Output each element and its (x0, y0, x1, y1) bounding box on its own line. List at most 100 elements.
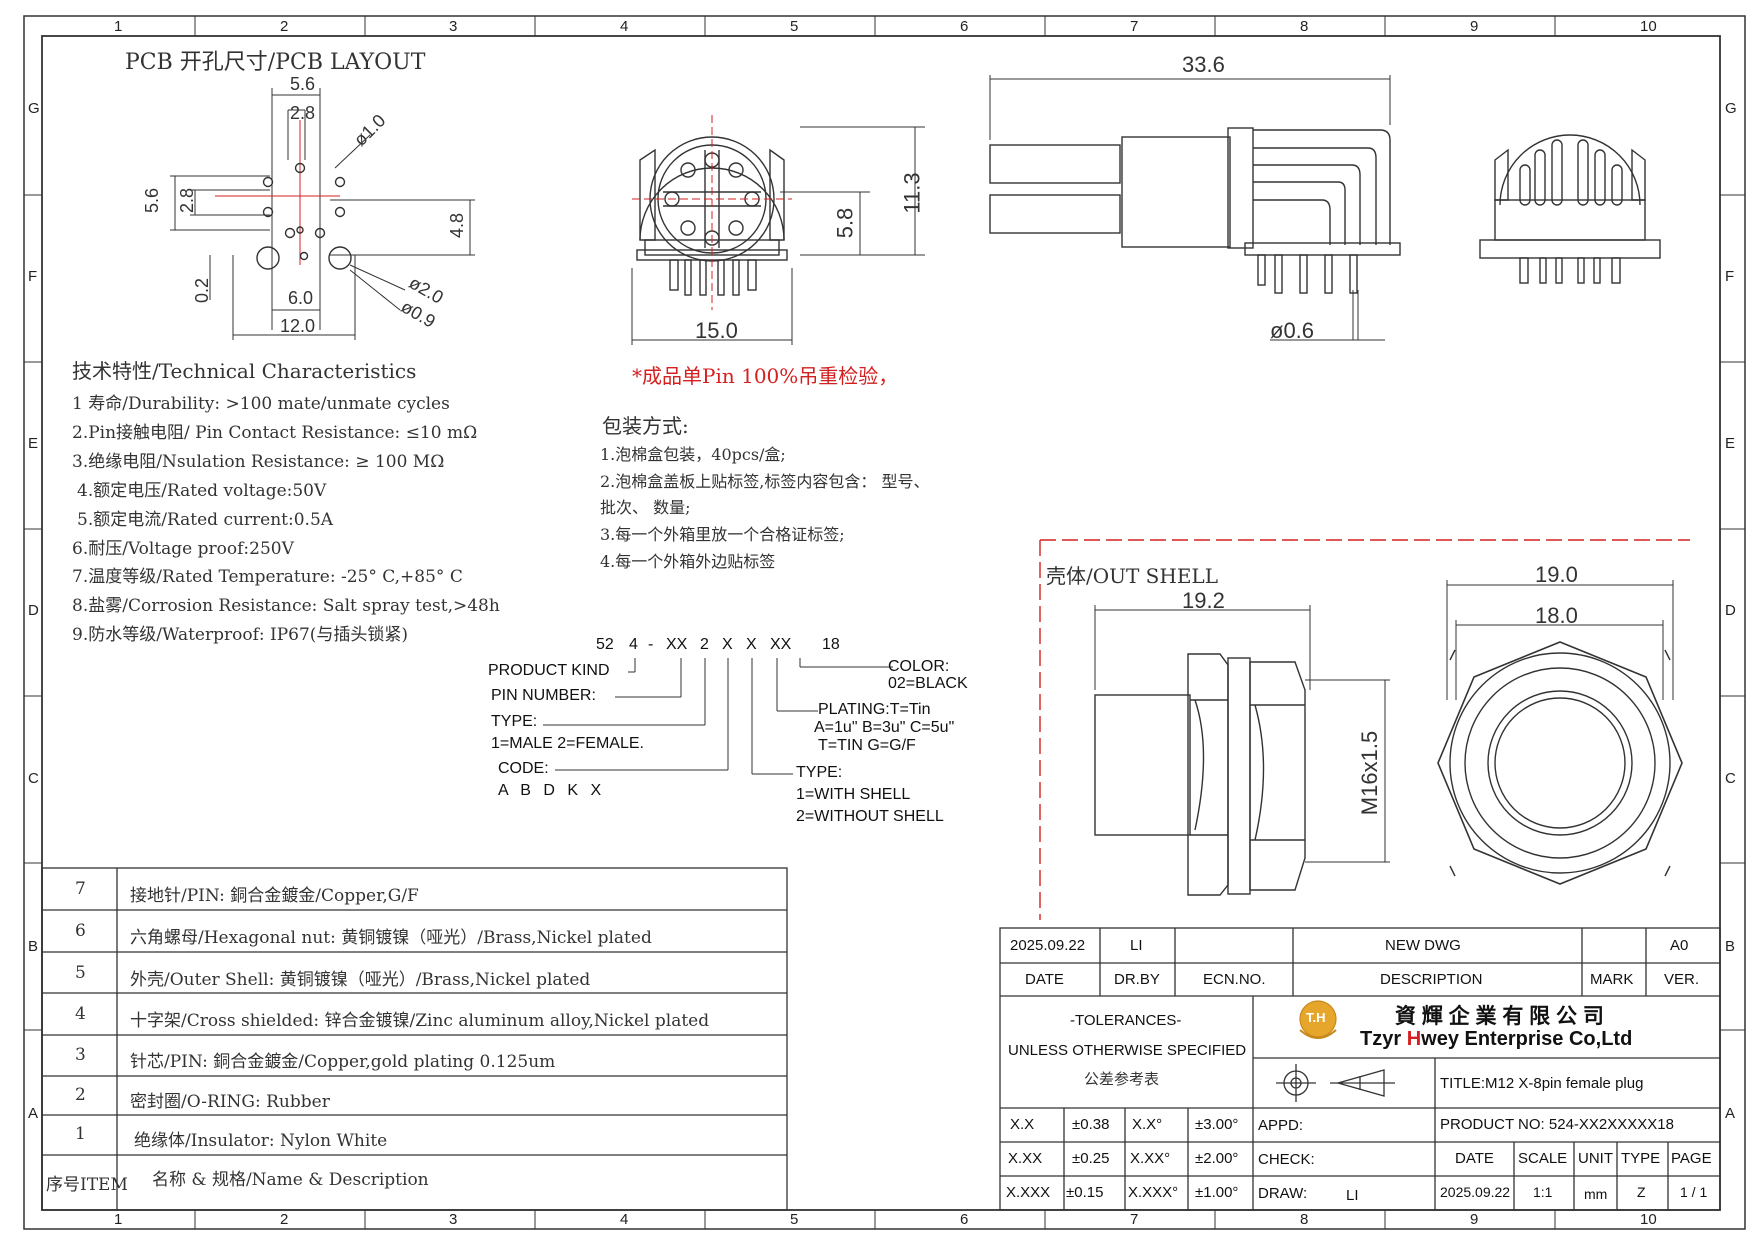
zone-row-f: F (28, 268, 38, 285)
code-part-xx-pins: XX (666, 636, 688, 653)
zone-col-6-bottom: 6 (960, 1211, 969, 1228)
tol-row1-c: X.X° (1132, 1116, 1163, 1133)
zone-row-b-right: B (1725, 938, 1736, 955)
pcb-dim-0-2: 0.2 (192, 277, 213, 304)
tolerances-subheading: UNLESS OTHERWISE SPECIFIED (1008, 1042, 1247, 1059)
tech-item-8: 8.盐雾/Corrosion Resistance: Salt spray te… (72, 596, 500, 616)
company-name-en: Tzyr Hwey Enterprise Co,Ltd (1360, 1028, 1632, 1051)
bom-no-4: 4 (75, 1004, 86, 1024)
packing-item-2b: 批次、 数量; (600, 498, 691, 517)
bom-header-item: 序号ITEM (46, 1175, 128, 1195)
val-date: 2025.09.22 (1440, 1184, 1511, 1200)
bom-desc-2: 密封圈/O-RING: Rubber (130, 1092, 330, 1112)
zone-col-1: 1 (114, 18, 123, 35)
bom-desc-7: 接地针/PIN: 銅合金鍍金/Copper,G/F (130, 886, 419, 906)
bom-no-7: 7 (75, 879, 86, 899)
shell-dim-19-2: 19.2 (1182, 588, 1225, 613)
col-date: DATE (1455, 1150, 1494, 1167)
packing-item-3: 3.每一个外箱里放一个合格证标签; (600, 525, 845, 544)
code-part-x-code: X (722, 636, 733, 653)
zone-row-e-right: E (1725, 435, 1736, 452)
tech-item-3: 3.绝缘电阻/Nsulation Resistance: ≥ 100 MΩ (72, 452, 445, 472)
tech-item-4: 4.额定电压/Rated voltage:50V (77, 481, 327, 501)
code-part-2: 2 (700, 636, 709, 653)
rev-head-date: DATE (1025, 971, 1064, 988)
drawing-title: TITLE:M12 X-8pin female plug (1440, 1075, 1644, 1092)
col-type: TYPE (1621, 1150, 1661, 1167)
rev-head-version: VER. (1664, 971, 1700, 988)
zone-col-4: 4 (620, 18, 629, 35)
zone-col-8: 8 (1300, 18, 1309, 35)
packing-item-4: 4.每一个外箱外边贴标签 (600, 552, 776, 571)
company-logo-icon (1299, 1000, 1337, 1039)
code-code-label: CODE: (498, 760, 549, 777)
zone-col-3: 3 (449, 18, 458, 35)
zone-row-g-right: G (1725, 100, 1737, 117)
rev-head-description: DESCRIPTION (1380, 971, 1483, 988)
pcb-dim-2-8-top: 2.8 (290, 103, 316, 123)
zone-row-c-right: C (1725, 770, 1736, 787)
code-part-4: 4 (629, 636, 638, 653)
code-color-label: COLOR: (888, 658, 950, 675)
bom-desc-5: 外壳/Outer Shell: 黄铜镀镍（哑光）/Brass,Nickel pl… (130, 970, 591, 990)
bom-header-description: 名称 & 规格/Name & Description (152, 1170, 429, 1190)
val-page: 1 / 1 (1680, 1184, 1708, 1200)
zone-row-e: E (28, 435, 39, 452)
zone-row-a-right: A (1725, 1105, 1736, 1122)
code-code-options: A B D K X (498, 782, 602, 799)
packing-item-2: 2.泡棉盒盖板上贴标签,标签内容包含： 型号、 (600, 472, 930, 491)
bom-no-1: 1 (75, 1124, 86, 1144)
bom-desc-1: 绝缘体/Insulator: Nylon White (134, 1131, 388, 1151)
zone-row-c: C (28, 770, 39, 787)
bom-no-2: 2 (75, 1085, 86, 1105)
tol-row1-a: X.X (1010, 1116, 1035, 1133)
zone-col-5: 5 (790, 18, 799, 35)
bom-desc-6: 六角螺母/Hexagonal nut: 黄铜镀镍（哑光）/Brass,Nicke… (130, 928, 652, 948)
zone-col-5-bottom: 5 (790, 1211, 799, 1228)
code-part-x-type: X (746, 636, 757, 653)
rev-version: A0 (1670, 937, 1689, 954)
tol-row2-a: X.XX (1008, 1150, 1043, 1167)
front-dim-5-8: 5.8 (832, 207, 858, 239)
zone-col-6: 6 (960, 18, 969, 35)
zone-col-3-bottom: 3 (449, 1211, 458, 1228)
tol-row3-b: ±0.15 (1066, 1184, 1104, 1201)
code-type2-label: TYPE: (796, 764, 843, 781)
company-name-en-h: H (1406, 1028, 1422, 1050)
zone-col-2-bottom: 2 (280, 1211, 289, 1228)
code-type2-options-1: 1=WITH SHELL (796, 786, 911, 803)
code-type1-options: 1=MALE 2=FEMALE. (491, 735, 644, 752)
draw-by: LI (1346, 1187, 1359, 1204)
tech-item-2: 2.Pin接触电阻/ Pin Contact Resistance: ≤10 m… (72, 423, 478, 443)
tech-title: 技术特性/Technical Characteristics (72, 359, 417, 383)
tech-item-6: 6.耐压/Voltage proof:250V (72, 539, 294, 559)
tol-row3-a: X.XXX (1006, 1184, 1051, 1201)
bom-no-3: 3 (75, 1045, 86, 1065)
draw-label: DRAW: (1258, 1185, 1308, 1202)
zone-row-f-right: F (1725, 268, 1735, 285)
code-part-dash: - (648, 636, 654, 653)
pcb-dim-5-6-left: 5.6 (142, 187, 163, 214)
zone-col-10-bottom: 10 (1640, 1211, 1657, 1228)
tol-row3-c: X.XXX° (1128, 1184, 1179, 1201)
pcb-dim-4-8: 4.8 (447, 212, 468, 239)
zone-row-a: A (28, 1105, 39, 1122)
bom-desc-4: 十字架/Cross shielded: 锌合金镀镍/Zinc aluminum … (130, 1011, 710, 1031)
code-type2-options-2: 2=WITHOUT SHELL (796, 808, 944, 825)
front-dim-11-3: 11.3 (899, 172, 925, 214)
code-product-kind: PRODUCT KIND (488, 662, 610, 679)
pin-test-note: *成品单Pin 100%吊重检验， (632, 364, 899, 388)
company-name-cn: 資 輝 企 業 有 限 公 司 (1395, 1005, 1604, 1028)
bom-no-5: 5 (75, 963, 86, 983)
packing-item-1: 1.泡棉盒包装，40pcs/盒; (600, 445, 786, 464)
zone-col-2: 2 (280, 18, 289, 35)
code-part-x-plating: XX (770, 636, 792, 653)
tech-item-9: 9.防水等级/Waterproof: IP67(与插头锁紧) (72, 625, 409, 645)
rev-description: NEW DWG (1385, 937, 1461, 954)
tolerances-cn: 公差参考表 (1084, 1070, 1160, 1088)
code-part-52: 52 (596, 636, 614, 653)
rev-head-ecn: ECN.NO. (1203, 971, 1266, 988)
code-color-options: 02=BLACK (888, 675, 968, 692)
side-dim-pin-dia: ø0.6 (1270, 318, 1315, 343)
